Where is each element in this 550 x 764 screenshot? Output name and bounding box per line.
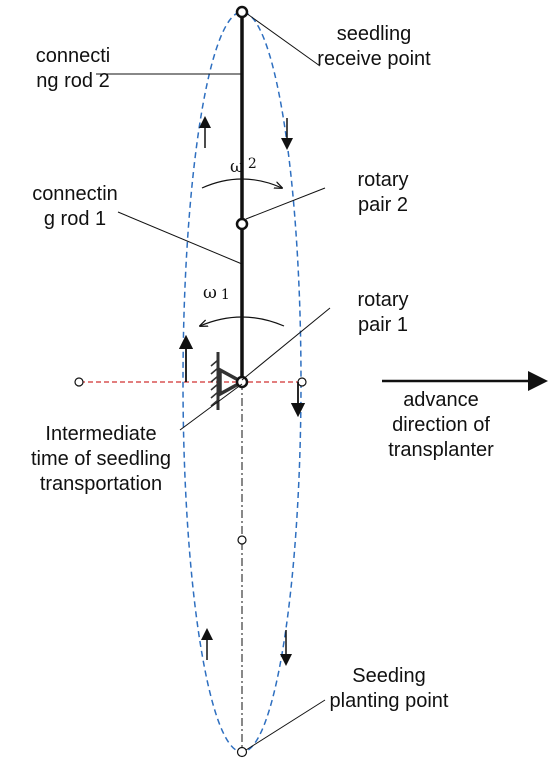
label-line: receive point — [317, 48, 431, 70]
rotary-pair-1-joint — [235, 375, 249, 389]
leader-pair-2 — [245, 187, 326, 220]
omega-1-symbol: ω — [203, 283, 217, 303]
label-line: connectin — [32, 183, 118, 205]
label-intermediate-time: Intermediate time of seedling transporta… — [8, 422, 194, 497]
label-rotary-pair-2: rotary pair 2 — [338, 168, 428, 218]
label-line: rotary — [357, 289, 409, 311]
planting-point-marker — [236, 746, 248, 758]
omega-2-symbol: ω — [230, 157, 244, 177]
label-line: ng rod 2 — [36, 70, 110, 92]
right-reference-point — [297, 377, 307, 387]
leader-receive-point — [245, 12, 321, 67]
leader-intermediate — [179, 383, 243, 431]
label-line: g rod 1 — [43, 208, 107, 230]
label-seeding-planting-point: Seeding planting point — [314, 664, 464, 714]
label-line: direction of — [392, 414, 490, 436]
omega-2-index: 2 — [247, 156, 257, 172]
label-line: transplanter — [388, 439, 494, 461]
label-connecting-rod-2: connecti ng rod 2 — [14, 44, 132, 94]
label-line: seedling — [336, 23, 412, 45]
label-line: rotary — [357, 169, 409, 191]
label-line: Seeding — [352, 665, 426, 687]
label-line: connecti — [35, 45, 111, 67]
omega-2-rotation-arc — [201, 178, 282, 188]
label-connecting-rod-1: connectin g rod 1 — [16, 182, 134, 232]
receive-point-joint — [235, 5, 249, 19]
leader-pair-1 — [241, 307, 331, 381]
label-line: pair 2 — [357, 194, 409, 216]
left-reference-point — [74, 377, 84, 387]
label-line: advance — [403, 389, 479, 411]
label-advance-direction: advance direction of transplanter — [366, 388, 516, 463]
label-line: planting point — [329, 690, 449, 712]
rotary-pair-2-joint — [235, 217, 249, 231]
leader-planting-point — [245, 699, 326, 751]
omega-1-index: 1 — [220, 287, 230, 303]
label-line: Intermediate — [45, 423, 157, 445]
omega-1-rotation-arc — [200, 316, 285, 326]
fixed-support — [210, 352, 246, 410]
label-line: pair 1 — [357, 314, 409, 336]
label-seedling-receive-point: seedling receive point — [304, 22, 444, 72]
label-rotary-pair-1: rotary pair 1 — [338, 288, 428, 338]
center-axis-point — [237, 535, 247, 545]
label-line: time of seedling — [30, 448, 172, 470]
leader-rod-1 — [117, 211, 243, 265]
label-line: transportation — [39, 473, 163, 495]
